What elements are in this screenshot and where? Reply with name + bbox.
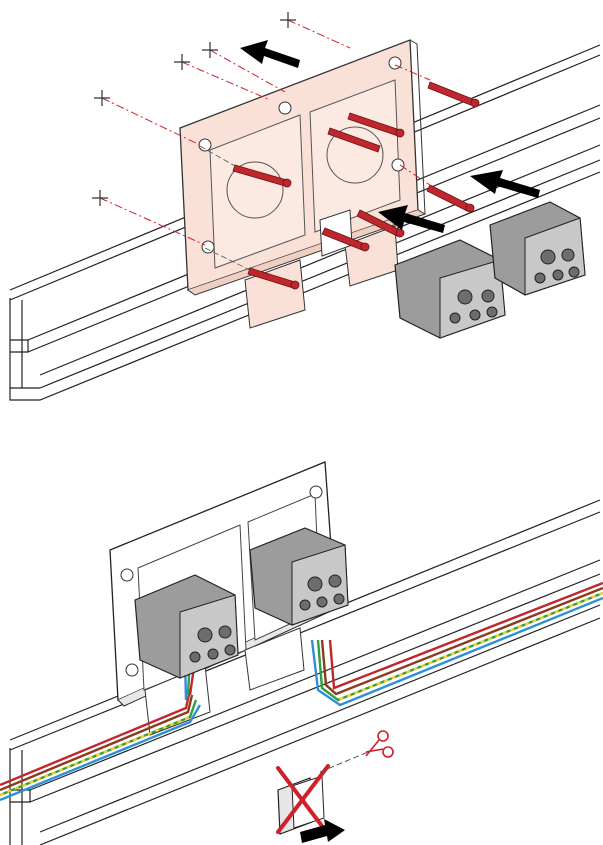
cable-bundle — [0, 581, 603, 802]
cross-out-icon — [276, 764, 330, 834]
socket-insert-right — [489, 201, 586, 296]
scissors-icon — [365, 730, 394, 758]
screws — [232, 81, 480, 290]
guide-lines — [99, 19, 431, 246]
mounting-frame — [179, 39, 427, 329]
crosshair-icon — [92, 12, 296, 206]
mounted-socket-right — [249, 527, 349, 626]
guide-lines-gray — [199, 145, 251, 271]
socket-insert-left — [394, 239, 506, 339]
panel-step-1 — [9, 12, 601, 401]
arrow-icon — [300, 819, 345, 843]
arrow-icon — [240, 40, 540, 233]
panel-step-2 — [0, 461, 603, 845]
mounted-socket-left — [134, 574, 239, 679]
